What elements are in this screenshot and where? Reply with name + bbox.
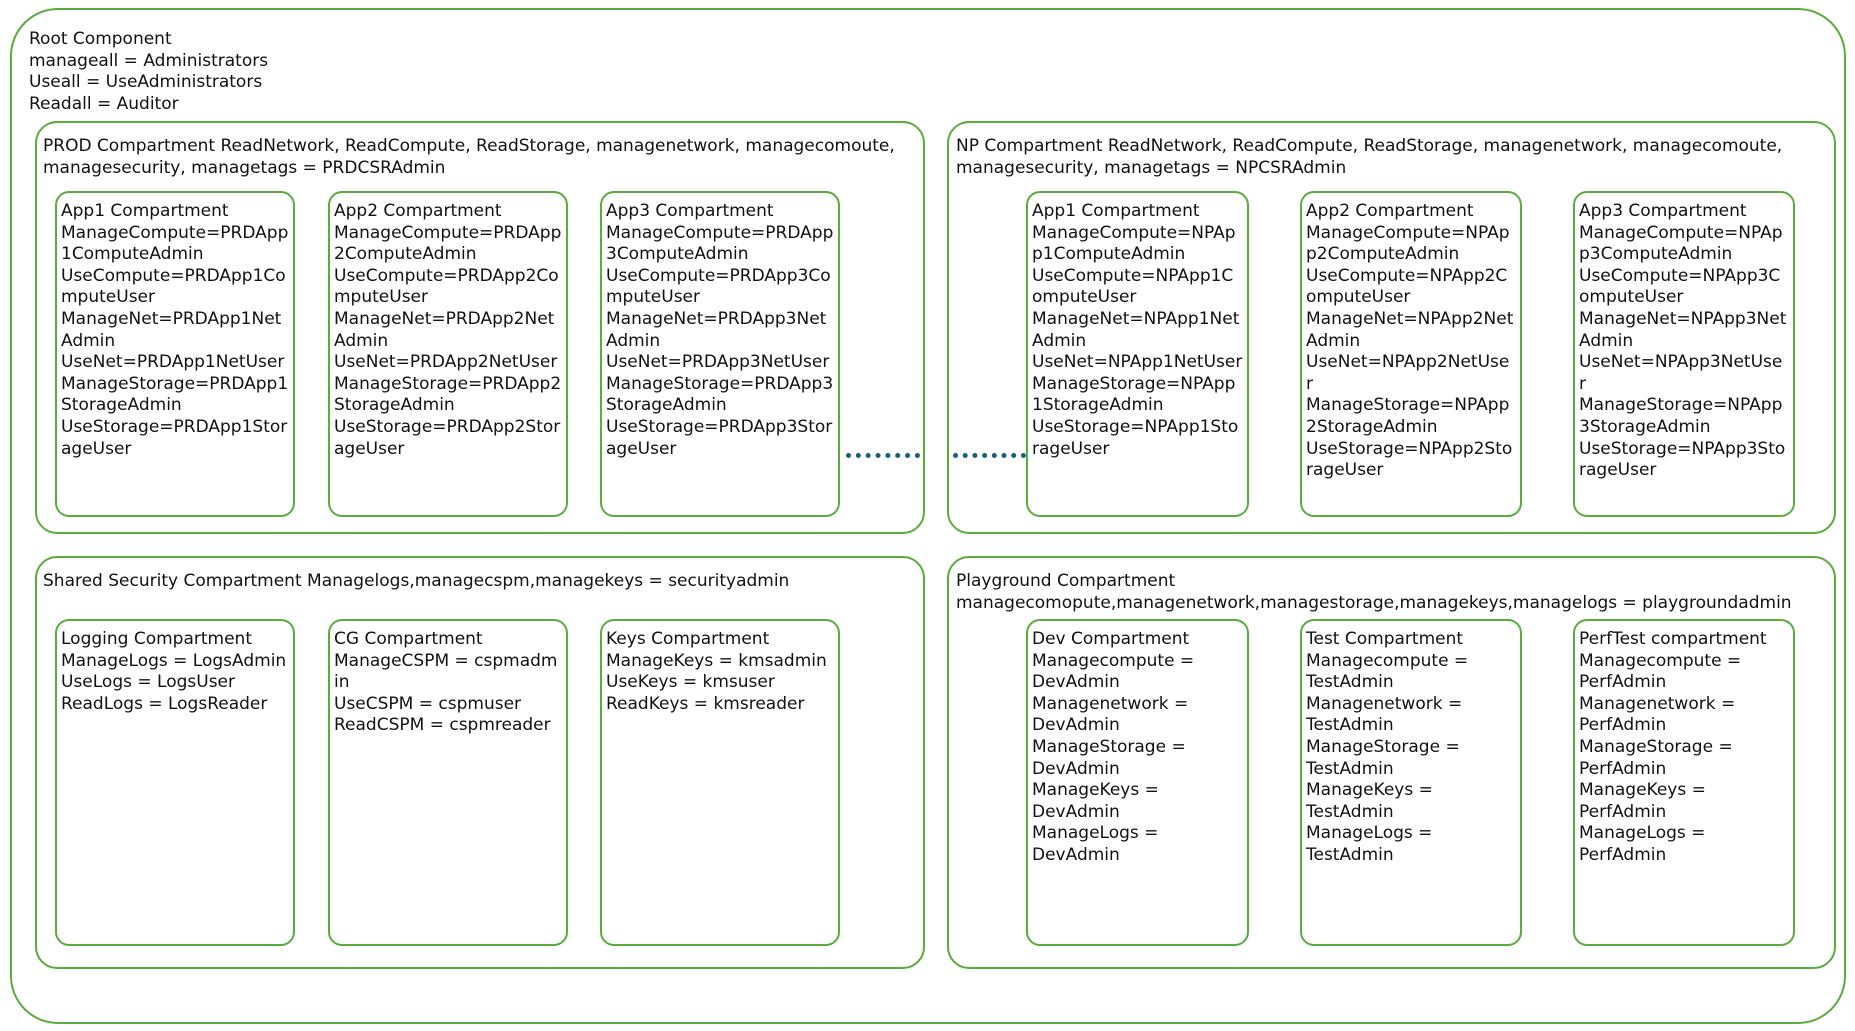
np-compartment-title: NP Compartment ReadNetwork, ReadCompute,…: [956, 136, 1783, 178]
np-app2-compartment: App2 Compartment ManageCompute=NPApp2Com…: [1300, 191, 1522, 517]
prod-app3-compartment: App3 Compartment ManageCompute=PRDApp3Co…: [600, 191, 840, 517]
shared-security-title: Shared Security Compartment Managelogs,m…: [43, 571, 790, 591]
test-compartment-text: Test Compartment Managecompute = TestAdm…: [1306, 629, 1469, 865]
test-compartment: Test Compartment Managecompute = TestAdm…: [1300, 619, 1522, 946]
keys-compartment: Keys Compartment ManageKeys = kmsadmin U…: [600, 619, 840, 946]
prod-app1-text: App1 Compartment ManageCompute=PRDApp1Co…: [61, 201, 289, 459]
playground-compartment-title: Playground Compartment managecomopute,ma…: [956, 571, 1792, 613]
cg-compartment: CG Compartment ManageCSPM = cspmadmin Us…: [328, 619, 568, 946]
prod-app2-compartment: App2 Compartment ManageCompute=PRDApp2Co…: [328, 191, 568, 517]
np-app2-text: App2 Compartment ManageCompute=NPApp2Com…: [1306, 201, 1514, 481]
np-app1-compartment: App1 Compartment ManageCompute=NPApp1Com…: [1026, 191, 1249, 517]
prod-app2-text: App2 Compartment ManageCompute=PRDApp2Co…: [334, 201, 562, 459]
prod-app3-text: App3 Compartment ManageCompute=PRDApp3Co…: [606, 201, 834, 459]
np-app1-text: App1 Compartment ManageCompute=NPApp1Com…: [1032, 201, 1243, 459]
np-app3-text: App3 Compartment ManageCompute=NPApp3Com…: [1579, 201, 1787, 481]
prod-app1-compartment: App1 Compartment ManageCompute=PRDApp1Co…: [55, 191, 295, 517]
logging-compartment: Logging Compartment ManageLogs = LogsAdm…: [55, 619, 295, 946]
root-component-text: Root Component manageall = Administrator…: [29, 29, 269, 114]
connector-dotted-left: [846, 453, 920, 458]
dev-compartment-text: Dev Compartment Managecompute = DevAdmin…: [1032, 629, 1195, 865]
logging-compartment-text: Logging Compartment ManageLogs = LogsAdm…: [61, 629, 287, 714]
prod-compartment-title: PROD Compartment ReadNetwork, ReadComput…: [43, 136, 895, 178]
dev-compartment: Dev Compartment Managecompute = DevAdmin…: [1026, 619, 1249, 946]
keys-compartment-text: Keys Compartment ManageKeys = kmsadmin U…: [606, 629, 827, 714]
perftest-compartment: PerfTest compartment Managecompute = Per…: [1573, 619, 1795, 946]
perftest-compartment-text: PerfTest compartment Managecompute = Per…: [1579, 629, 1767, 865]
connector-dotted-right: [953, 453, 1026, 458]
np-app3-compartment: App3 Compartment ManageCompute=NPApp3Com…: [1573, 191, 1795, 517]
cg-compartment-text: CG Compartment ManageCSPM = cspmadmin Us…: [334, 629, 558, 736]
